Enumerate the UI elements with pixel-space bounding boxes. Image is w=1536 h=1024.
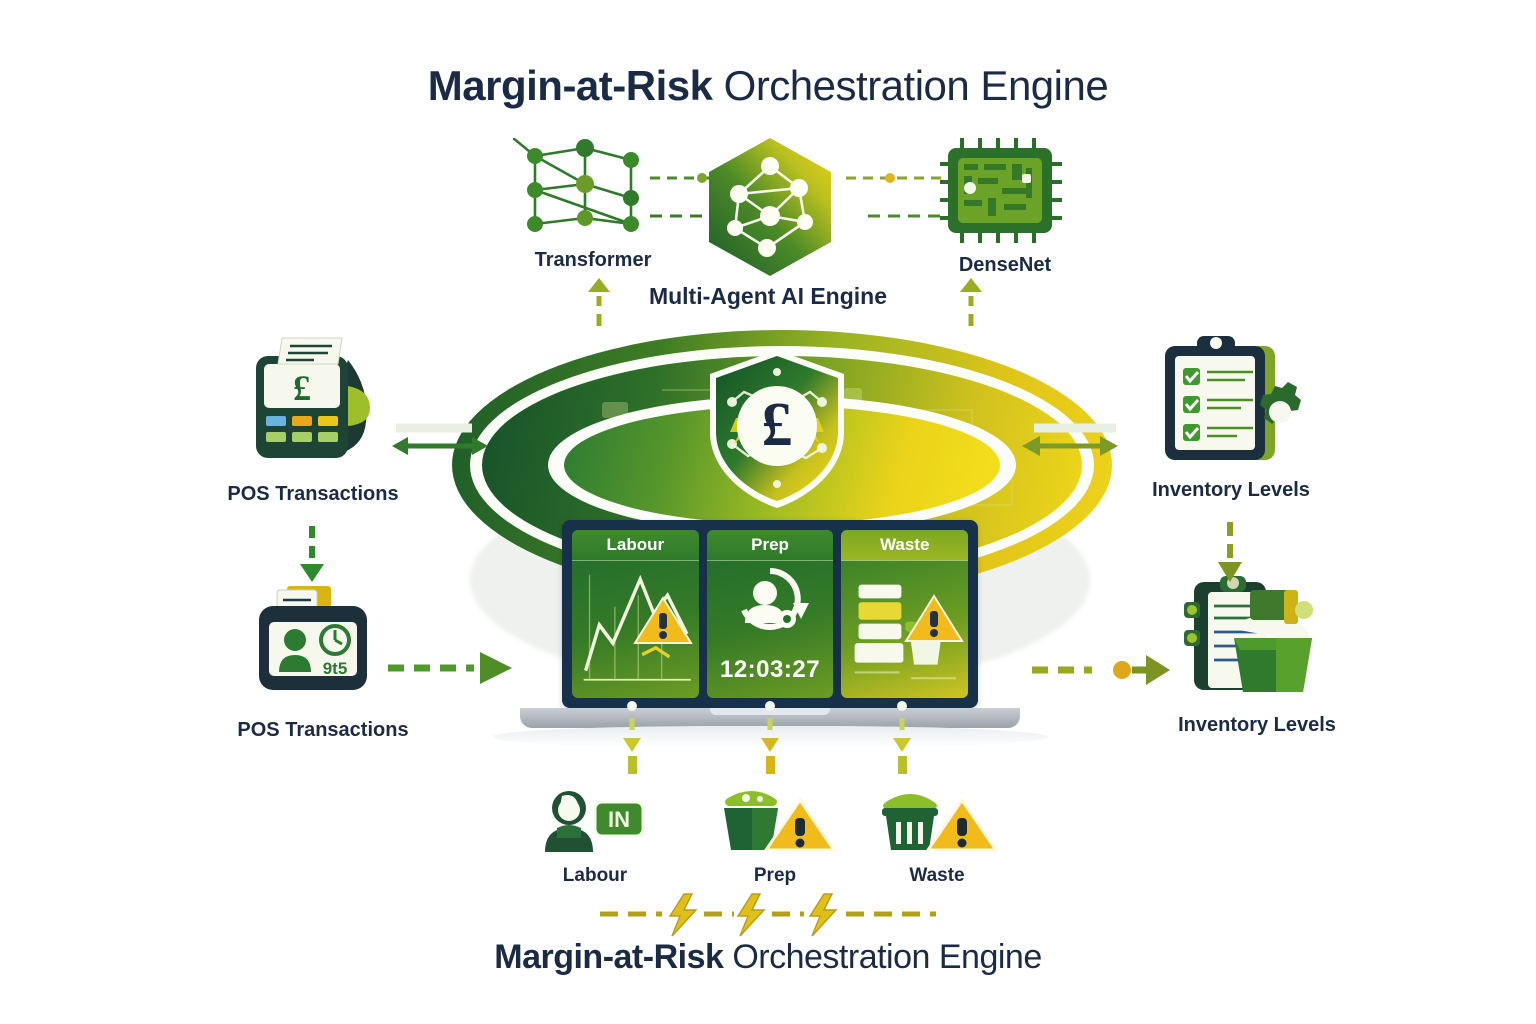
connector-pos-top-to-pos-bottom [300, 526, 324, 582]
node-transformer-label: Transformer [534, 249, 652, 271]
node-pos-transactions-top-label: POS Transactions [227, 483, 399, 505]
page-title-bold: Margin-at-Risk [427, 62, 713, 109]
page-title: Margin-at-Risk Orchestration Engine [0, 62, 1536, 110]
panel-labour[interactable]: Labour [572, 530, 699, 698]
connector-inventory-top-to-bottom [1218, 522, 1242, 582]
node-inventory-levels-top-label: Inventory Levels [1152, 479, 1310, 501]
laptop-screen: Labour [562, 520, 978, 708]
person-refresh-icon [741, 568, 809, 630]
footer-lightning-divider [600, 893, 936, 937]
pos-terminal-icon: £ [188, 332, 438, 477]
lightning-bolt-icon [668, 893, 838, 937]
connector-center-to-inventory-bottom [1032, 655, 1170, 685]
footer-title: Margin-at-Risk Orchestration Engine [0, 938, 1536, 977]
panel-prep[interactable]: Prep 12:03:27 [706, 530, 834, 698]
footer-title-bold: Margin-at-Risk [494, 938, 724, 976]
shield-currency-symbol: £ [762, 391, 793, 459]
node-outcome-prep[interactable]: Prep [700, 784, 850, 887]
connector-pos-bottom-to-center [388, 652, 512, 684]
shield-circuit-icon: £ [692, 344, 862, 514]
panel-labour-label: Labour [572, 530, 699, 561]
line-chart-icon [583, 574, 691, 681]
connector-panel-labour-to-outcome [623, 701, 641, 774]
node-inventory-levels-bottom-label: Inventory Levels [1178, 714, 1336, 736]
connector-center-to-inventory-top [1022, 423, 1118, 456]
connector-panel-prep-to-outcome [761, 701, 779, 774]
clipboard-checklist-gear-icon [1106, 328, 1356, 473]
panel-waste-body [841, 561, 968, 698]
node-outcome-waste[interactable]: Waste [862, 784, 1012, 887]
node-densenet[interactable]: DenseNet [880, 138, 1130, 277]
node-inventory-levels-bottom[interactable]: Inventory Levels [1132, 568, 1382, 737]
node-outcome-waste-label: Waste [909, 865, 965, 886]
clipboard-waste-bin-icon [1132, 568, 1382, 708]
waste-bin-icon [862, 784, 1012, 859]
graph-network-icon [468, 136, 718, 243]
prep-timer-value: 12:03:27 [719, 656, 821, 683]
connector-pos-top-to-center [392, 423, 488, 455]
dashboard-laptop: Labour [492, 520, 1048, 750]
panel-prep-label: Prep [706, 530, 834, 561]
connector-up-arrow-right [960, 278, 982, 326]
panel-prep-body: 12:03:27 [707, 561, 834, 698]
staff-rota-badge: 9t5 [323, 659, 348, 678]
panel-waste-label: Waste [841, 530, 969, 561]
node-pos-transactions-bottom-label: POS Transactions [237, 719, 409, 741]
engine-label: Multi-Agent AI Engine [648, 283, 888, 309]
node-pos-transactions-top[interactable]: £ POS Transactions [188, 332, 438, 506]
connector-panel-waste-to-outcome [893, 701, 911, 774]
pos-currency-symbol: £ [293, 368, 311, 408]
prep-pot-icon [700, 784, 850, 859]
cpu-chip-icon [880, 138, 1130, 248]
node-densenet-label: DenseNet [958, 254, 1052, 276]
connector-engine-to-densenet [846, 173, 942, 218]
node-pos-transactions-bottom[interactable]: 9t5 POS Transactions [198, 578, 448, 742]
connector-up-arrow-left [588, 278, 610, 326]
node-multi-agent-engine[interactable] [690, 132, 850, 287]
hexagon-neural-graph-icon [690, 132, 850, 287]
panel-waste[interactable]: Waste [841, 530, 969, 698]
warning-triangle-icon [904, 594, 964, 642]
panel-labour-body [572, 561, 699, 698]
node-inventory-levels-top[interactable]: Inventory Levels [1106, 328, 1356, 502]
footer-title-normal: Orchestration Engine [723, 938, 1042, 976]
node-outcome-prep-label: Prep [753, 865, 797, 886]
staff-rota-card-icon: 9t5 [198, 578, 448, 713]
page-title-normal: Orchestration Engine [712, 62, 1109, 109]
warning-triangle-icon [632, 596, 693, 644]
labour-badge: IN [608, 807, 630, 832]
person-clockin-icon: IN [520, 784, 670, 859]
node-outcome-labour[interactable]: IN Labour [520, 784, 670, 887]
node-transformer[interactable]: Transformer [468, 136, 718, 272]
node-outcome-labour-label: Labour [562, 865, 628, 886]
